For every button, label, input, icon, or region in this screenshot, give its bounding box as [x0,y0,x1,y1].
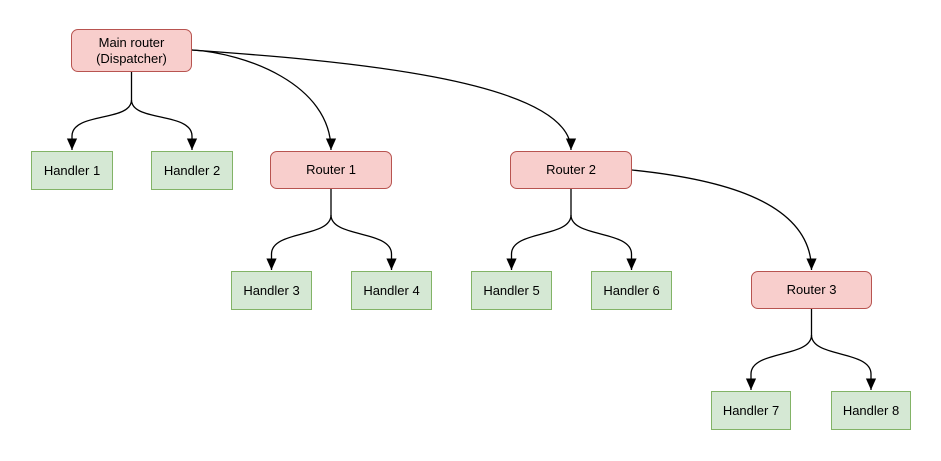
edge-router-1-to-handler-4 [330,214,397,270]
node-handler-3: Handler 3 [231,271,312,310]
node-handler-1: Handler 1 [31,151,113,190]
node-handler-3-label: Handler 3 [243,282,300,298]
node-router-2-label: Router 2 [546,162,596,177]
node-handler-6-label: Handler 6 [603,282,660,298]
node-router-2: Router 2 [510,151,632,189]
edge-router-1-to-handler-3 [266,214,332,270]
edge-router-2-to-handler-5 [506,214,572,270]
node-router-3: Router 3 [751,271,872,309]
node-router-3-label: Router 3 [786,282,837,297]
edge-main-router-to-router-2 [191,49,577,151]
edge-main-router-to-router-1 [191,49,337,151]
node-handler-2-label: Handler 2 [163,162,221,178]
edge-router-3-to-handler-7 [745,334,813,390]
edge-router-2-to-router-3 [631,169,817,271]
node-handler-7: Handler 7 [711,391,791,430]
edge-main-router-to-handler-1 [66,99,133,150]
node-handler-1-label: Handler 1 [43,162,101,178]
node-handler-7-label: Handler 7 [722,402,780,418]
edge-router-2-to-handler-6 [570,214,637,270]
node-main-router-label: Main router (Dispatcher) [96,34,167,66]
node-handler-4-label: Handler 4 [363,282,420,298]
node-handler-8: Handler 8 [831,391,911,430]
node-handler-5-label: Handler 5 [483,282,540,298]
node-handler-5: Handler 5 [471,271,552,310]
node-handler-2: Handler 2 [151,151,233,190]
node-handler-4: Handler 4 [351,271,432,310]
node-main-router: Main router (Dispatcher) [71,29,192,72]
edge-router-3-to-handler-8 [810,334,877,390]
edge-main-router-to-handler-2 [130,99,198,150]
node-handler-8-label: Handler 8 [842,402,900,418]
node-router-1-label: Router 1 [306,162,356,177]
node-handler-6: Handler 6 [591,271,672,310]
node-router-1: Router 1 [270,151,392,189]
